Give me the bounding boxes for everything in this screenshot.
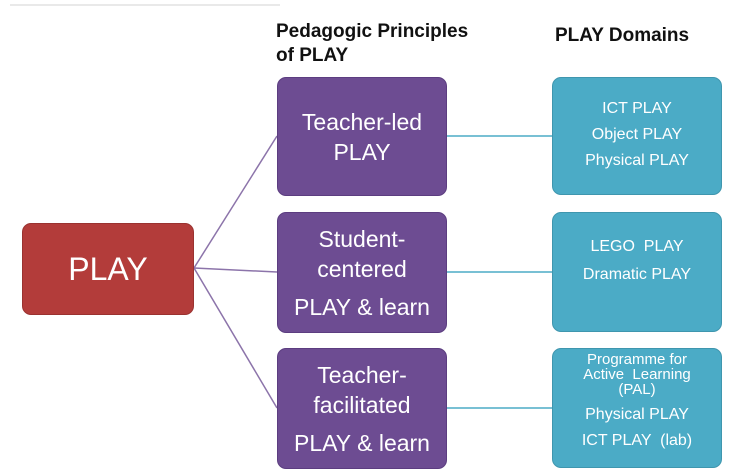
domain-pal-line: Active Learning (583, 366, 691, 383)
principle-label-line: facilitated (313, 391, 411, 418)
connector-root-to-teacher-led (193, 135, 278, 269)
principles-header-line-1: Pedagogic Principles (276, 21, 469, 42)
domain-item: Object PLAY (591, 126, 683, 143)
principle-label-line: Teacher- (317, 361, 407, 388)
domains-column-header: PLAY Domains (555, 25, 690, 46)
domain-pal-line: Programme for (586, 351, 688, 368)
domain-list-teacher-led: ICT PLAY Object PLAY Physical PLAY (552, 77, 722, 195)
principles-column-header: Pedagogic Principles of PLAY (276, 20, 526, 68)
principle-label-line: Teacher-led (301, 108, 423, 135)
domain-item: Physical PLAY (585, 406, 689, 423)
principles-header-line-2: of PLAY (276, 45, 349, 66)
domain-item: Dramatic PLAY (582, 266, 692, 283)
principle-label-line: Student- (318, 225, 406, 252)
domain-item: Physical PLAY (585, 152, 689, 169)
play-root-label: PLAY (68, 250, 148, 287)
principle-teacher-facilitated-node: Teacher- facilitated PLAY & learn (277, 348, 447, 469)
top-divider-line (10, 4, 280, 6)
principle-student-centered-node: Student- centered PLAY & learn (277, 212, 447, 333)
principle-label-line: PLAY & learn (294, 429, 430, 456)
connector-root-to-student-centered (193, 267, 278, 273)
domain-list-teacher-facilitated: Programme for Active Learning (PAL) Phys… (552, 348, 722, 468)
domain-pal-line: (PAL) (618, 381, 656, 398)
domain-list-student-centered: LEGO PLAY Dramatic PLAY (552, 212, 722, 332)
principle-label-line: centered (317, 255, 407, 282)
domain-item: ICT PLAY (602, 100, 672, 117)
domain-item: ICT PLAY (lab) (581, 432, 693, 449)
play-root-node: PLAY (22, 223, 194, 315)
principle-label-line: PLAY & learn (294, 293, 430, 320)
principle-teacher-led-node: Teacher-led PLAY (277, 77, 447, 196)
domain-item: LEGO PLAY (590, 238, 684, 255)
principle-label-line: PLAY (333, 138, 391, 165)
connector-root-to-teacher-facilitated (193, 267, 278, 409)
